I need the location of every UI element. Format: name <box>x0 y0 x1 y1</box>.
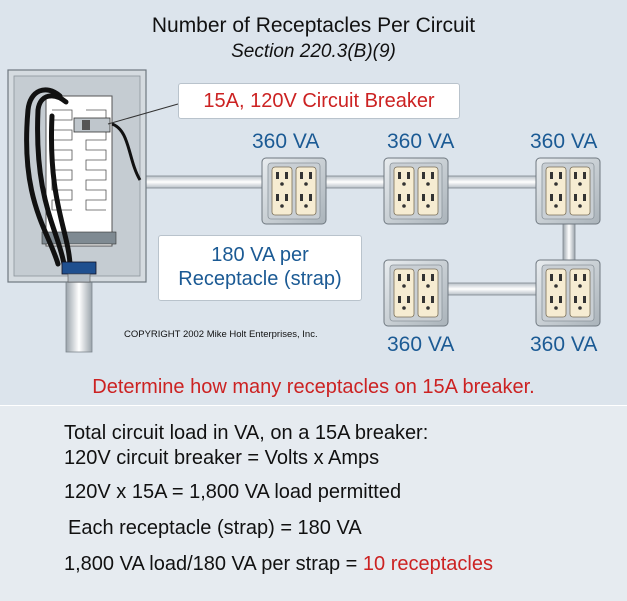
question-text: Determine how many receptacles on 15A br… <box>92 376 535 398</box>
conduit-runs <box>65 175 576 353</box>
receptacle-outlet <box>393 166 415 216</box>
callout-leader-line <box>107 103 179 125</box>
receptacle-load-label: 360 VA <box>387 333 455 356</box>
receptacle-outlet <box>393 268 415 318</box>
receptacle-outlet <box>295 166 317 216</box>
page-title: Number of Receptacles Per Circuit <box>151 14 476 37</box>
calc-line-2: 120V circuit breaker = Volts x Amps <box>64 447 380 469</box>
receptacle-outlet <box>545 166 567 216</box>
receptacle-outlet <box>545 268 567 318</box>
receptacle-box <box>383 157 449 225</box>
receptacle-outlet <box>271 166 293 216</box>
calc-line-5: 1,800 VA load/180 VA per strap = 10 rece… <box>64 553 493 576</box>
receptacle-callout: 180 VA per Receptacle (strap) <box>158 235 362 301</box>
calculation-area <box>0 405 627 601</box>
calc-line-3: 120V x 15A = 1,800 VA load permitted <box>64 481 402 503</box>
receptacle-box <box>383 259 449 327</box>
receptacle-load-label: 360 VA <box>252 130 320 153</box>
receptacle-load-label: 360 VA <box>530 333 598 356</box>
breaker-panel <box>7 69 147 283</box>
receptacle-box <box>535 157 601 225</box>
receptacle-box <box>535 259 601 327</box>
receptacle-callout-line1: 180 VA per <box>211 244 309 266</box>
wiring-diagram <box>7 69 601 353</box>
breaker-callout: 15A, 120V Circuit Breaker <box>178 83 460 119</box>
calc-line-4: Each receptacle (strap) = 180 VA <box>68 517 362 539</box>
receptacle-load-label: 360 VA <box>530 130 598 153</box>
receptacle-outlet <box>417 268 439 318</box>
receptacle-boxes <box>261 157 601 327</box>
page-subtitle: Section 220.3(B)(9) <box>231 41 396 62</box>
receptacle-box <box>261 157 327 225</box>
receptacle-callout-line2: Receptacle (strap) <box>178 268 342 290</box>
calc-result: 10 receptacles <box>362 553 493 575</box>
calc-line-1: Total circuit load in VA, on a 15A break… <box>64 422 429 444</box>
receptacle-outlet <box>569 166 591 216</box>
copyright-notice: COPYRIGHT 2002 Mike Holt Enterprises, In… <box>124 329 318 340</box>
receptacle-outlet <box>569 268 591 318</box>
receptacle-outlet <box>417 166 439 216</box>
receptacle-load-label: 360 VA <box>387 130 455 153</box>
calc-line-5-prefix: 1,800 VA load/180 VA per strap = <box>64 553 363 575</box>
